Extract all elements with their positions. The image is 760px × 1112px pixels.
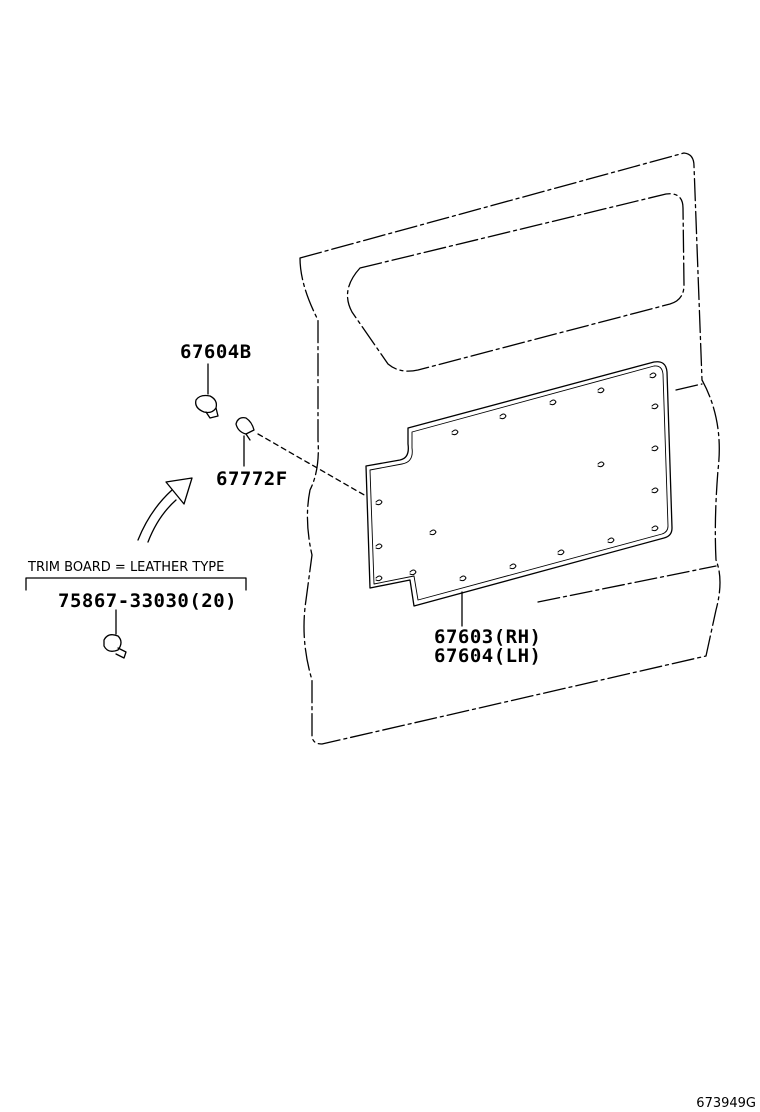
leader-dashed: [257, 433, 367, 497]
trim-board-note: TRIM BOARD = LEATHER TYPE: [28, 560, 225, 575]
label-67603: 67603(RH): [434, 626, 542, 648]
door-body-line: [537, 565, 717, 603]
label-67604: 67604(LH): [434, 645, 542, 667]
door-outline: [299, 152, 721, 745]
label-67604b: 67604B: [180, 341, 252, 363]
door-window-outline: [346, 193, 685, 372]
direction-arrow-icon: [137, 477, 193, 543]
label-75867: 75867-33030(20): [58, 590, 238, 612]
door-body-line-upper: [675, 383, 703, 391]
clip-67604b-icon: [195, 394, 219, 419]
board-clips: [375, 372, 659, 582]
trim-board: [365, 361, 673, 607]
clip-75867-icon: [103, 634, 127, 659]
reference-code: 673949G: [696, 1096, 756, 1111]
note-bracket: [25, 577, 247, 591]
label-67772f: 67772F: [216, 468, 288, 490]
clip-67772f-icon: [235, 416, 255, 441]
